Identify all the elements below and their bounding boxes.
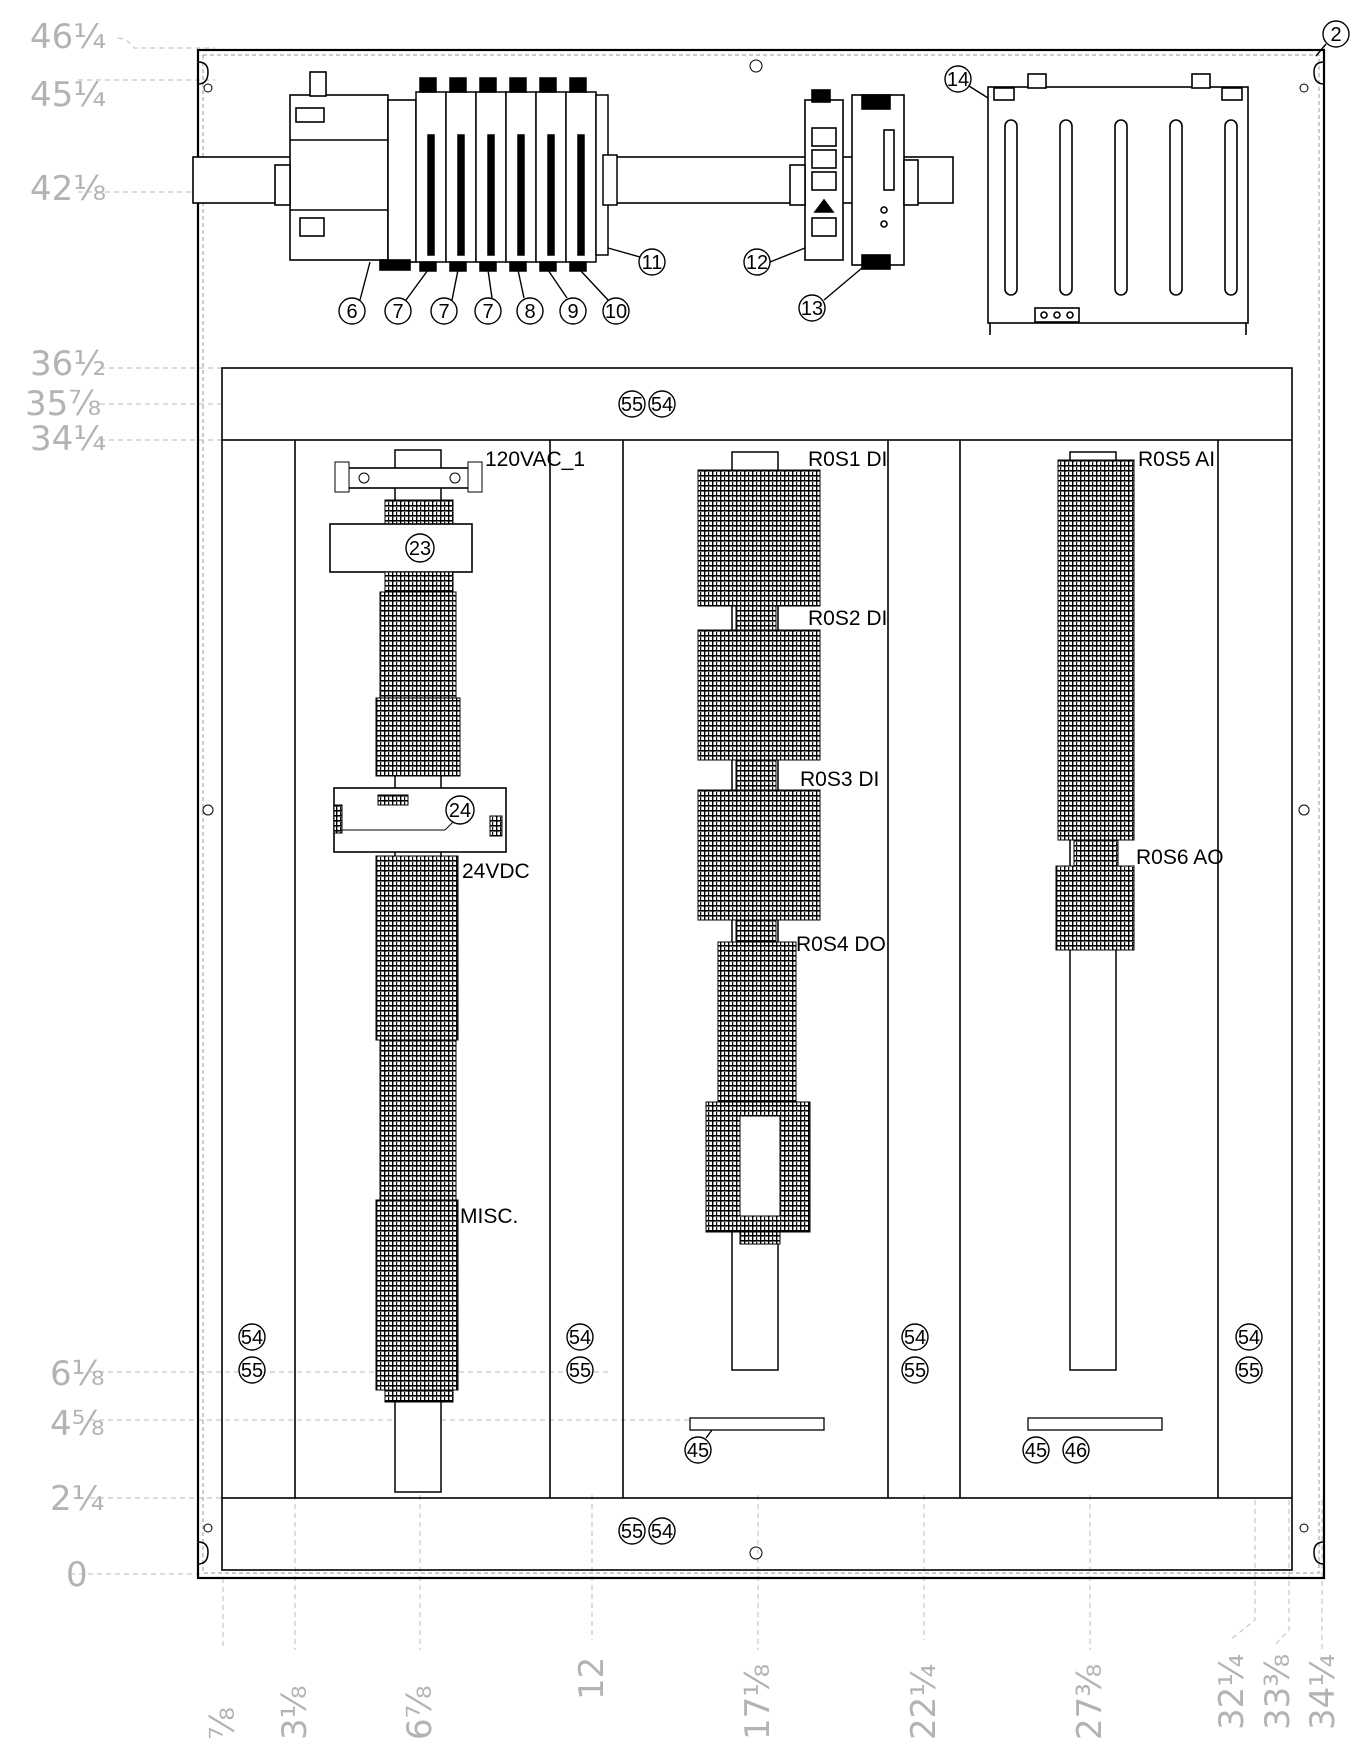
svg-text:10: 10 — [605, 301, 627, 323]
dim-34-1-4: 34¼ — [30, 419, 106, 459]
balloon-23: 23 — [405, 533, 435, 563]
dim-42-1-8: 42⅛ — [30, 169, 106, 209]
dim-h-33-3-8: 33⅜ — [1258, 1654, 1298, 1730]
network-power-supply — [851, 94, 919, 270]
svg-text:55: 55 — [904, 1360, 926, 1382]
balloon-7-a: 7 — [384, 269, 429, 325]
plc-io-modules — [415, 77, 618, 272]
balloon-46: 46 — [1062, 1436, 1090, 1464]
svg-text:55: 55 — [621, 1521, 643, 1543]
svg-text:23: 23 — [409, 538, 431, 560]
dim-h-7-8: ⅞ — [203, 1707, 243, 1740]
dim-h-22-1-4: 22¼ — [904, 1664, 944, 1740]
dim-h-6-7-8: 6⅞ — [400, 1685, 440, 1740]
ethernet-switch — [789, 89, 844, 261]
svg-text:6: 6 — [346, 301, 357, 323]
balloon-8: 8 — [516, 269, 544, 325]
svg-text:45: 45 — [1025, 1440, 1047, 1462]
svg-text:55: 55 — [241, 1360, 263, 1382]
wire-ducts — [221, 367, 1293, 1571]
svg-text:11: 11 — [642, 252, 663, 274]
balloon-9: 9 — [547, 269, 587, 325]
balloon-6: 6 — [338, 261, 371, 325]
terminal-column-left — [329, 461, 507, 1403]
label-r0s6-ao: R0S6 AO — [1136, 846, 1224, 869]
dim-h-27-3-8: 27⅜ — [1070, 1664, 1110, 1740]
svg-text:13: 13 — [801, 298, 823, 320]
dim-h-17-1-8: 17⅛ — [738, 1664, 778, 1740]
svg-text:9: 9 — [567, 301, 578, 323]
balloon-10: 10 — [579, 269, 630, 325]
dim-h-32-1-4: 32¼ — [1212, 1654, 1252, 1730]
svg-text:54: 54 — [651, 1521, 673, 1543]
svg-text:45: 45 — [687, 1440, 709, 1462]
duct-balloons-top: 55 54 — [618, 390, 676, 418]
balloon-24: 24 — [445, 795, 475, 825]
terminal-labels: 120VAC_1 24VDC MISC. R0S1 DI R0S2 DI R0S… — [460, 448, 1224, 1228]
dim-2-1-4: 2¼ — [50, 1479, 105, 1519]
dim-h-3-1-8: 3⅛ — [275, 1685, 315, 1740]
svg-text:54: 54 — [569, 1327, 591, 1349]
label-120vac: 120VAC_1 — [485, 448, 585, 471]
svg-text:8: 8 — [524, 301, 535, 323]
balloon-11: 11 — [607, 247, 666, 276]
svg-text:55: 55 — [621, 394, 643, 416]
label-r0s1-di: R0S1 DI — [808, 448, 887, 471]
dim-0: 0 — [66, 1555, 88, 1595]
fan-filter-unit — [987, 73, 1249, 335]
dim-36-1-2: 36½ — [30, 344, 106, 384]
balloon-13: 13 — [798, 267, 863, 322]
svg-text:54: 54 — [651, 394, 673, 416]
balloon-12: 12 — [743, 247, 806, 276]
terminal-column-right — [1055, 459, 1135, 951]
label-r0s3-di: R0S3 DI — [800, 768, 879, 791]
duct-balloons-bottom: 55 54 — [618, 1517, 676, 1545]
label-r0s4-do: R0S4 DO — [796, 933, 886, 956]
svg-text:7: 7 — [392, 301, 403, 323]
plc-cpu — [274, 71, 417, 271]
duct-balloons-side-1: 54 55 — [238, 1323, 266, 1384]
dimension-lines — [70, 37, 1323, 1650]
svg-text:14: 14 — [947, 69, 969, 91]
svg-text:2: 2 — [1330, 24, 1341, 46]
balloon-45-left: 45 — [684, 1429, 713, 1464]
label-misc: MISC. — [460, 1205, 518, 1228]
svg-text:46: 46 — [1065, 1440, 1087, 1462]
svg-text:7: 7 — [482, 301, 493, 323]
balloon-14: 14 — [944, 65, 989, 99]
dim-h-34-1-4: 34¼ — [1303, 1654, 1343, 1730]
duct-balloons-side-4: 54 55 — [1235, 1323, 1263, 1384]
dim-6-1-8: 6⅛ — [50, 1354, 105, 1394]
dim-45-1-4: 45¼ — [30, 75, 106, 115]
terminal-column-middle — [697, 469, 821, 1245]
balloon-45-right: 45 — [1022, 1436, 1050, 1464]
vertical-dimensions: 46¼ 45¼ 42⅛ 36½ 35⅞ 34¼ 6⅛ 4⅝ 2¼ 0 — [25, 17, 106, 1595]
svg-text:7: 7 — [438, 301, 449, 323]
svg-text:54: 54 — [904, 1327, 926, 1349]
label-24vdc: 24VDC — [462, 860, 530, 883]
svg-text:54: 54 — [1238, 1327, 1260, 1349]
duct-balloons-side-3: 54 55 — [901, 1323, 929, 1384]
dim-h-12: 12 — [572, 1657, 612, 1700]
dim-4-5-8: 4⅝ — [50, 1404, 105, 1444]
svg-text:24: 24 — [449, 800, 471, 822]
balloon-7-c: 7 — [474, 269, 502, 325]
balloon-2: 2 — [1315, 20, 1350, 57]
label-r0s2-di: R0S2 DI — [808, 607, 887, 630]
svg-text:54: 54 — [241, 1327, 263, 1349]
horizontal-dimensions: ⅞ 3⅛ 6⅞ 12 17⅛ 22¼ 27⅜ 32¼ 33⅜ 34¼ — [203, 1654, 1343, 1740]
backplate — [196, 48, 1326, 1580]
dim-46-1-4: 46¼ — [30, 17, 106, 57]
svg-text:55: 55 — [1238, 1360, 1260, 1382]
svg-text:12: 12 — [746, 252, 768, 274]
label-r0s5-ai: R0S5 AI — [1138, 448, 1215, 471]
balloon-7-b: 7 — [430, 269, 459, 325]
ground-bars — [689, 1417, 1163, 1431]
svg-text:55: 55 — [569, 1360, 591, 1382]
duct-balloons-side-2: 54 55 — [566, 1323, 594, 1384]
dim-35-7-8: 35⅞ — [25, 384, 101, 424]
